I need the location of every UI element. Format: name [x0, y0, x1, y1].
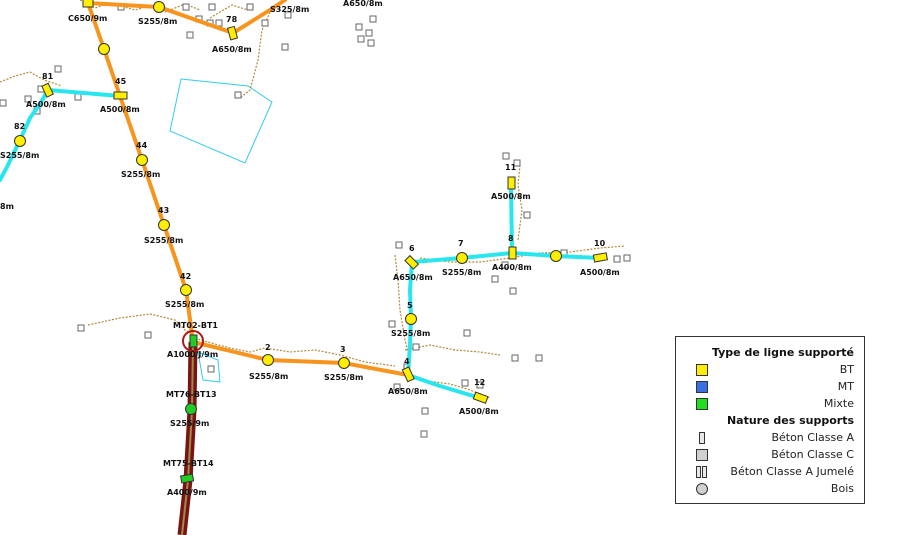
legend-item-label: Béton Classe A [771, 431, 854, 444]
label-8: 8 [508, 234, 514, 243]
narrow-rect-icon [699, 432, 705, 444]
label-mt76: MT76-BT13 [166, 390, 217, 399]
label-5: 5 [407, 301, 413, 310]
legend-item-beton-a: Béton Classe A [676, 431, 854, 445]
legend-item-label: Béton Classe C [771, 448, 854, 461]
label-a500-10: A500/8m [580, 268, 620, 277]
label-s325: S325/8m [270, 5, 309, 14]
support-mixte-green [179, 473, 195, 484]
mixte-swatch-icon [696, 398, 708, 410]
label-44: 44 [136, 141, 148, 150]
label-mt75: MT75-BT14 [163, 459, 214, 468]
legend-item-bois: Bois [676, 482, 854, 496]
mixte-line-inner [181, 341, 194, 535]
parcel-outline [169, 78, 273, 164]
square-icon [696, 449, 708, 461]
label-a650-78: A650/8m [212, 45, 252, 54]
label-10: 10 [594, 239, 606, 248]
terrain-lines [0, 0, 626, 399]
legend-title-support-type: Nature des supports [726, 414, 854, 427]
legend-item-label: Bois [830, 482, 854, 495]
label-s255-7: S255/8m [442, 268, 481, 277]
label-a650-4: A650/8m [388, 387, 428, 396]
legend-item-bt: BT [676, 363, 854, 377]
label-81: 81 [42, 72, 54, 81]
supports-concrete [41, 0, 608, 404]
legend-item-label: Béton Classe A Jumelé [730, 465, 854, 478]
label-42: 42 [180, 272, 191, 281]
label-45: 45 [115, 77, 127, 86]
label-c650: C650/9m [68, 14, 107, 23]
mt02-highlight-ring[interactable] [182, 330, 204, 352]
circle-icon [696, 483, 708, 495]
label-s255-3: S255/8m [324, 373, 363, 382]
label-a650-6: A650/8m [393, 273, 433, 282]
bt-lines-orange [86, 0, 410, 377]
label-8m-fragment: 8m [0, 202, 14, 211]
legend-item-mt: MT [676, 380, 854, 394]
label-11: 11 [505, 163, 517, 172]
label-4: 4 [404, 357, 410, 366]
label-mt02: MT02-BT1 [173, 321, 218, 330]
double-rect-icon [696, 466, 708, 478]
label-a400-9m: A400/9m [167, 488, 207, 497]
label-12: 12 [474, 378, 485, 387]
building-markers [0, 3, 631, 438]
label-a500-81: A500/8m [26, 100, 66, 109]
label-7: 7 [458, 239, 464, 248]
mt-swatch-icon [696, 381, 708, 393]
label-s255-top: S255/8m [138, 17, 177, 26]
legend-item-label: BT [839, 363, 854, 376]
label-s255-43: S255/8m [144, 236, 183, 245]
parcel-outline-small [197, 351, 221, 383]
support-mt02 [189, 334, 198, 348]
support-green [185, 403, 197, 415]
label-3: 3 [340, 345, 346, 354]
label-s255-9m: S255/9m [170, 419, 209, 428]
label-s255-44: S255/8m [121, 170, 160, 179]
legend-item-label: MT [837, 380, 854, 393]
label-6: 6 [409, 244, 415, 253]
label-a400-8: A400/8m [492, 263, 532, 272]
map-legend: Type de ligne supporté BT MT Mixte Natur… [675, 336, 865, 504]
label-s255-82: S255/8m [0, 151, 39, 160]
label-a500-11: A500/8m [491, 192, 531, 201]
label-a500-45: A500/8m [100, 105, 140, 114]
bt-swatch-icon [696, 364, 708, 376]
label-2: 2 [265, 343, 271, 352]
legend-item-label: Mixte [823, 397, 854, 410]
label-82: 82 [14, 122, 25, 131]
label-s255-2: S255/8m [249, 372, 288, 381]
label-78: 78 [226, 15, 238, 24]
label-a650-top: A650/8m [343, 0, 383, 8]
legend-item-beton-c: Béton Classe C [676, 448, 854, 462]
legend-item-beton-a-jumele: Béton Classe A Jumelé [676, 465, 854, 479]
label-a1000: A1000/J/9m [167, 350, 218, 359]
label-s255-5: S255/8m [391, 329, 430, 338]
map-labels: C650/9m S255/8m 78 A650/8m S325/8m A650/… [0, 0, 620, 497]
legend-item-mixte: Mixte [676, 397, 854, 411]
label-43: 43 [158, 206, 169, 215]
legend-title-line-type: Type de ligne supporté [711, 346, 854, 359]
supports-wood [14, 1, 562, 369]
label-s255-42: S255/8m [165, 300, 204, 309]
label-a500-12: A500/8m [459, 407, 499, 416]
bt-lines-cyan [0, 88, 602, 400]
